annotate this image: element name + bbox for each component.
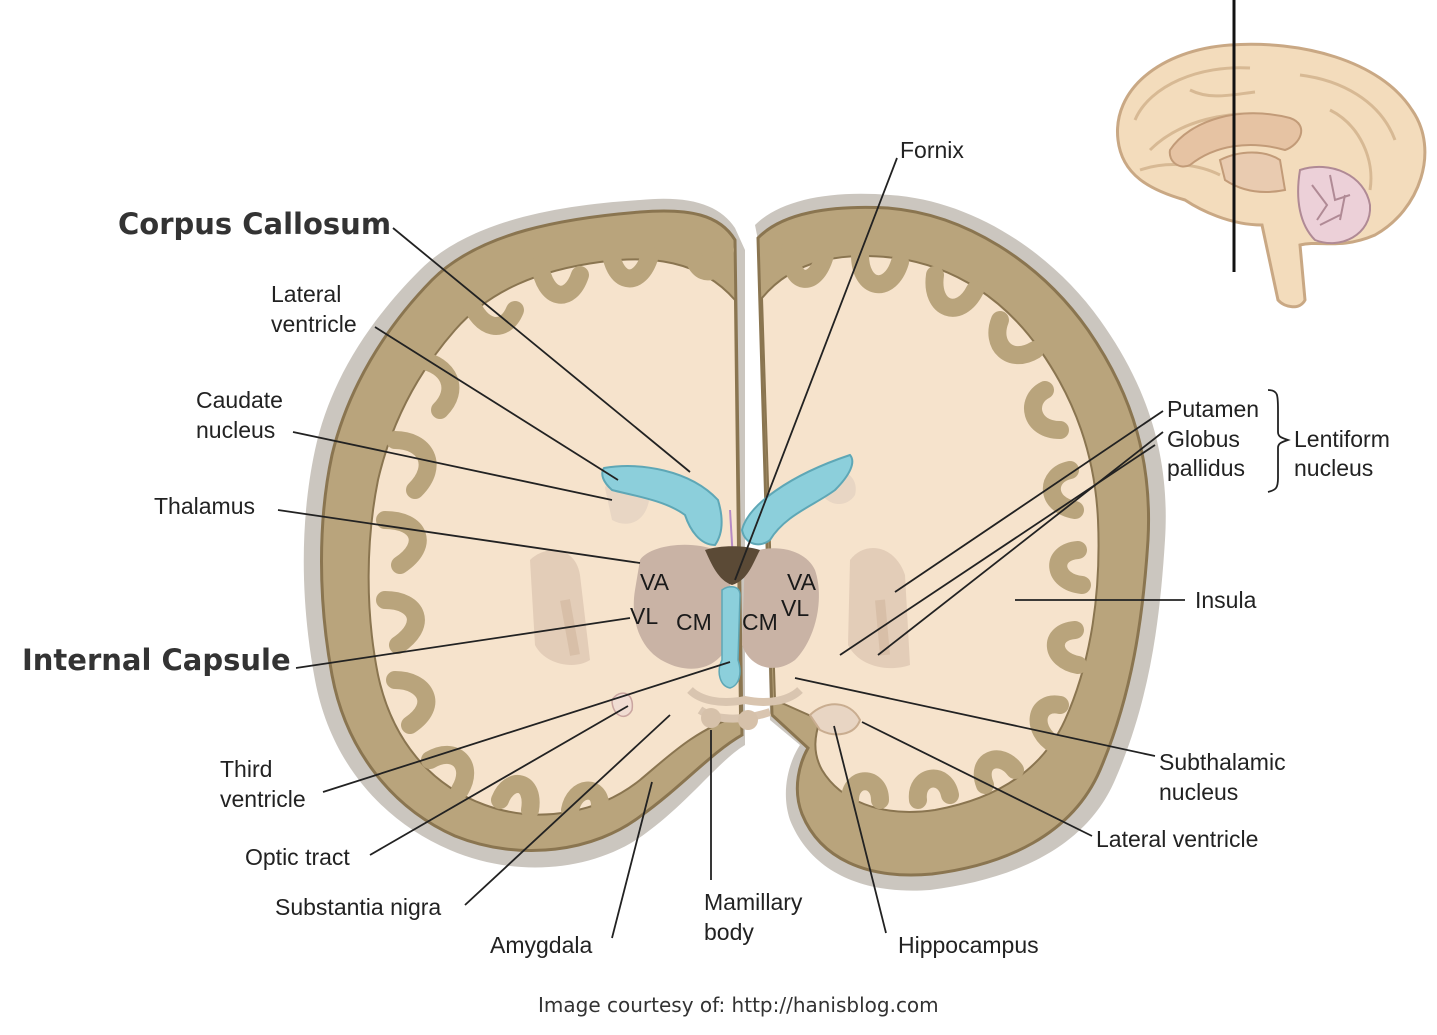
label-internal-capsule: Internal Capsule <box>22 643 291 677</box>
label-putamen: Putamen <box>1167 396 1259 422</box>
mamillary-right <box>738 710 758 730</box>
label-globus-1: Globus <box>1167 426 1240 452</box>
label-third-ventricle-2: ventricle <box>220 786 306 812</box>
label-thalamus: Thalamus <box>154 493 255 519</box>
label-lentiform-1: Lentiform <box>1294 426 1390 452</box>
coronal-section <box>303 193 1166 891</box>
label-lateral-ventricle-right: Lateral ventricle <box>1096 826 1258 852</box>
label-optic-tract: Optic tract <box>245 844 350 870</box>
image-credit: Image courtesy of: http://hanisblog.com <box>538 993 939 1017</box>
label-hippocampus: Hippocampus <box>898 932 1039 958</box>
left-thalamus <box>633 544 732 669</box>
label-cm-right: CM <box>742 609 778 635</box>
right-lateral-ventricle <box>740 453 854 546</box>
label-fornix: Fornix <box>900 137 964 163</box>
label-caudate-2: nucleus <box>196 417 275 443</box>
label-lentiform-2: nucleus <box>1294 455 1373 481</box>
label-third-ventricle-1: Third <box>220 756 272 782</box>
right-thalamus <box>742 548 819 668</box>
label-mamillary-1: Mamillary <box>704 889 803 915</box>
label-va-right: VA <box>787 569 817 595</box>
label-cm-left: CM <box>676 609 712 635</box>
label-substantia-nigra: Substantia nigra <box>275 894 441 920</box>
label-corpus-callosum: Corpus Callosum <box>118 207 391 241</box>
sagittal-brain-inset <box>1116 0 1427 309</box>
label-va-left: VA <box>640 569 670 595</box>
third-ventricle <box>718 585 741 689</box>
left-lateral-ventricle <box>601 465 723 547</box>
mamillary-left <box>701 708 721 728</box>
label-lateral-ventricle-top-1: Lateral <box>271 281 341 307</box>
leader-lines <box>277 157 1291 939</box>
label-globus-2: pallidus <box>1167 455 1245 481</box>
label-caudate-1: Caudate <box>196 387 283 413</box>
label-lateral-ventricle-top-2: ventricle <box>271 311 357 337</box>
label-subthalamic-2: nucleus <box>1159 779 1238 805</box>
label-vl-right: VL <box>781 595 809 621</box>
label-insula: Insula <box>1195 587 1257 613</box>
label-vl-left: VL <box>630 603 658 629</box>
left-white-matter <box>367 258 742 816</box>
label-amygdala: Amygdala <box>490 932 592 958</box>
fornix-shape <box>705 546 760 585</box>
label-mamillary-2: body <box>704 919 754 945</box>
label-subthalamic-1: Subthalamic <box>1159 749 1286 775</box>
hippocampus-shape <box>808 703 862 736</box>
